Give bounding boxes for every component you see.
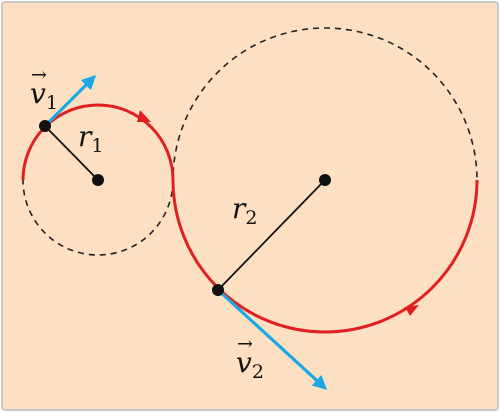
svg-text:r1: r1 <box>78 120 103 157</box>
svg-text:v1: v1 <box>30 77 58 114</box>
velocity-v2-arrow <box>216 288 328 390</box>
vector-arrow-glyph: → <box>237 333 253 355</box>
center-point-2 <box>319 174 331 186</box>
particle-point-1 <box>39 120 51 132</box>
path-arrowhead-2 <box>405 305 419 316</box>
vector-arrow-glyph: → <box>31 64 47 86</box>
label-r2: r2 <box>232 192 257 229</box>
particle-point-2 <box>212 284 224 296</box>
trajectory-path <box>21 103 479 334</box>
path-arrowhead-1 <box>137 110 151 122</box>
center-point-1 <box>92 174 104 186</box>
velocity-v1-arrow <box>43 74 97 128</box>
svg-text:v2: v2 <box>236 346 264 383</box>
label-v2: v2 → <box>236 333 264 383</box>
label-v1: v1 → <box>30 64 58 114</box>
radius-r2-line <box>217 179 326 291</box>
label-r1: r1 <box>78 120 103 157</box>
svg-text:r2: r2 <box>232 192 257 229</box>
radius-r1-line <box>44 125 99 181</box>
